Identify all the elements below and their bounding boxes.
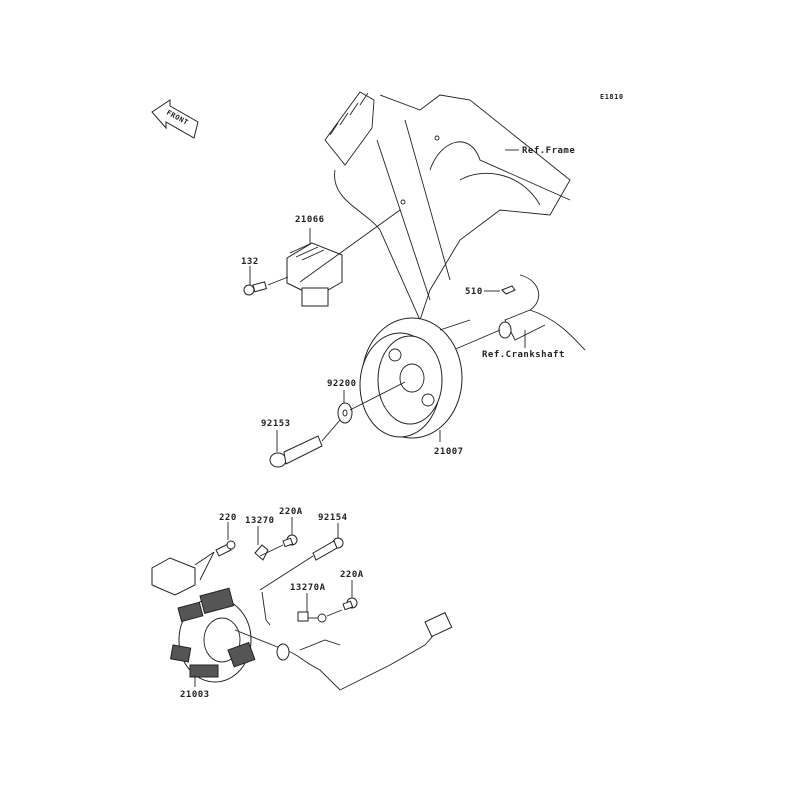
label-92153: 92153 [261, 419, 291, 429]
label-92200: 92200 [327, 379, 357, 389]
label-92154: 92154 [318, 513, 348, 523]
bolt-92154 [259, 537, 344, 591]
washer-92200 [337, 381, 406, 424]
screw-220A-mid [326, 597, 358, 617]
bolt-132 [243, 276, 289, 296]
clamp-13270 [254, 544, 269, 561]
label-ref-crankshaft: Ref.Crankshaft [482, 350, 565, 360]
label-220A-mid: 220A [340, 570, 364, 580]
bolt-92153 [269, 419, 341, 468]
label-21007: 21007 [434, 447, 464, 457]
frame-reference [324, 91, 571, 322]
flywheel-21007 [359, 317, 471, 439]
label-510: 510 [465, 287, 483, 297]
regulator-21066 [286, 209, 401, 307]
label-13270: 13270 [245, 516, 275, 526]
label-132: 132 [241, 257, 259, 267]
label-21003: 21003 [180, 690, 210, 700]
stator-21003 [151, 557, 453, 691]
front-arrow-icon: FRONT [151, 99, 199, 139]
label-220A-top: 220A [279, 507, 303, 517]
label-13270A: 13270A [290, 583, 326, 593]
label-ref-frame: Ref.Frame [522, 146, 575, 156]
crankshaft-reference [429, 274, 586, 361]
leader-bracket [261, 591, 271, 626]
label-220: 220 [219, 513, 237, 523]
screw-220A-top [259, 534, 298, 557]
diagram-code: E1810 [600, 93, 624, 101]
label-21066: 21066 [295, 215, 325, 225]
clamp-13270A [297, 611, 327, 623]
key-510 [501, 285, 516, 295]
screw-220 [194, 540, 236, 581]
